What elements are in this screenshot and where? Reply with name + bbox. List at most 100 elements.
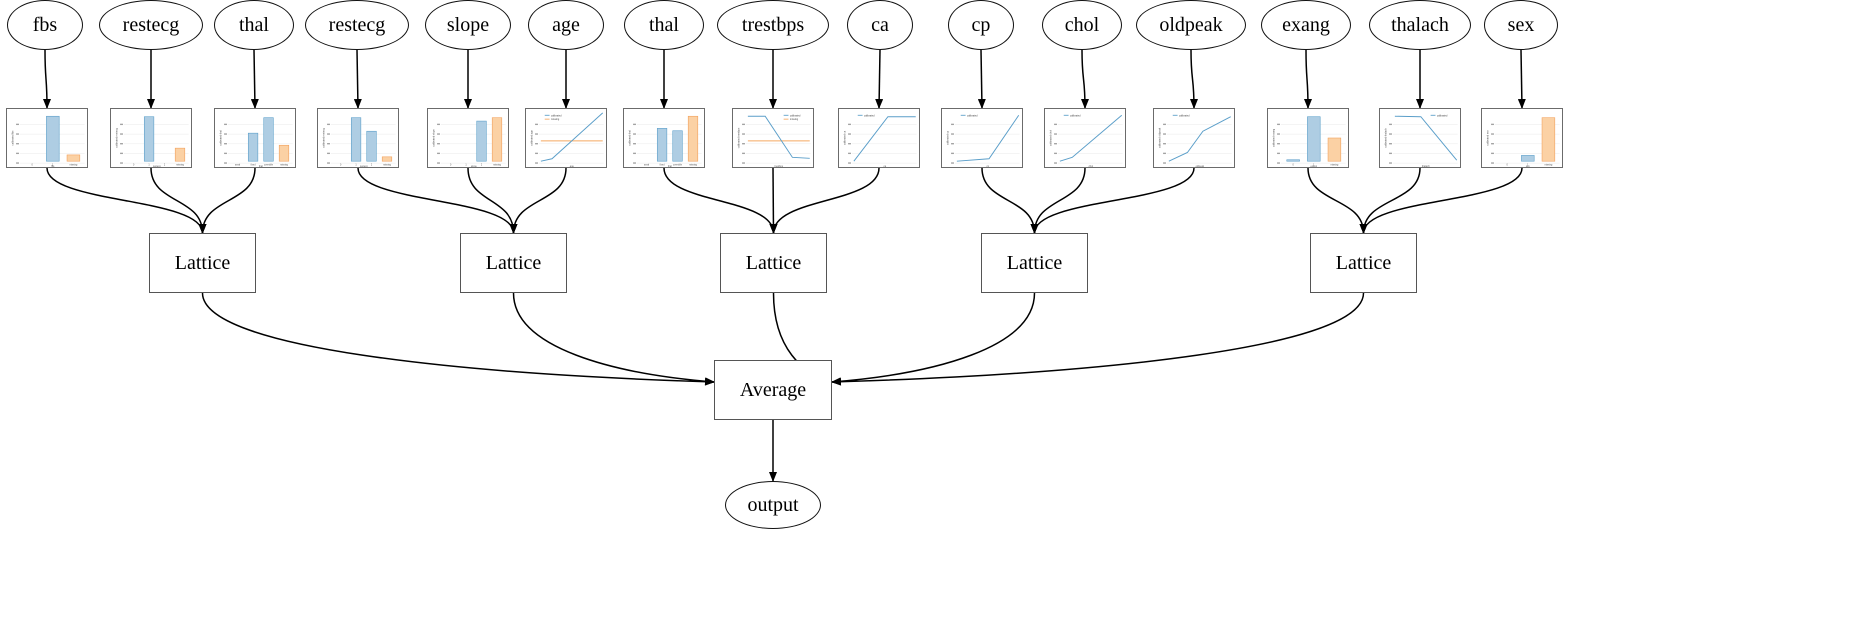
input-node-label: restecg xyxy=(122,13,180,36)
input-node-thal[interactable]: thal xyxy=(624,0,704,50)
svg-text:cp: cp xyxy=(987,165,990,167)
svg-text:0: 0 xyxy=(1507,164,1509,166)
calibrator-chart-trestbps: calibrated trestbpscalibratedmissingtres… xyxy=(733,109,813,167)
input-node-label: sex xyxy=(1507,13,1535,36)
lattice-node[interactable]: Lattice xyxy=(149,233,256,293)
average-node[interactable]: Average xyxy=(714,360,832,420)
input-node-ca[interactable]: ca xyxy=(847,0,913,50)
input-node-chol[interactable]: chol xyxy=(1042,0,1122,50)
input-node-label: fbs xyxy=(32,13,58,36)
svg-text:restecg: restecg xyxy=(360,165,369,167)
input-node-restecg[interactable]: restecg xyxy=(99,0,203,50)
svg-text:calibrated thalach: calibrated thalach xyxy=(1385,128,1388,148)
edge-in0-to-c0 xyxy=(42,49,51,109)
svg-text:calibrated: calibrated xyxy=(1437,114,1448,117)
output-node[interactable]: output xyxy=(725,481,821,529)
svg-text:1: 1 xyxy=(1527,164,1529,166)
input-node-trestbps[interactable]: trestbps xyxy=(717,0,829,50)
edge-L3-to-AVG xyxy=(831,292,1036,386)
svg-text:missing: missing xyxy=(1331,164,1340,166)
svg-text:missing: missing xyxy=(70,164,79,166)
average-label: Average xyxy=(739,378,807,401)
svg-text:restecg: restecg xyxy=(153,165,162,167)
input-node-thal[interactable]: thal xyxy=(214,0,294,50)
svg-text:oldpeak: oldpeak xyxy=(1196,165,1205,167)
edge-c13-to-L4 xyxy=(1359,167,1421,234)
input-node-label: restecg xyxy=(328,13,386,36)
input-node-cp[interactable]: cp xyxy=(948,0,1014,50)
svg-text:calibrated sex: calibrated sex xyxy=(1487,130,1490,146)
svg-text:missing: missing xyxy=(493,164,502,166)
edge-in10-to-c10 xyxy=(1080,49,1089,109)
input-node-exang[interactable]: exang xyxy=(1261,0,1351,50)
edge-c7-to-L2 xyxy=(769,167,778,234)
svg-text:missing: missing xyxy=(689,164,698,166)
edge-in3-to-c3 xyxy=(353,49,362,109)
svg-text:calibrated fbs: calibrated fbs xyxy=(12,130,15,146)
input-node-oldpeak[interactable]: oldpeak xyxy=(1136,0,1246,50)
edge-c2-to-L0 xyxy=(198,167,256,234)
edge-c14-to-L4 xyxy=(1359,167,1523,234)
svg-text:0: 0 xyxy=(133,164,135,166)
edge-c11-to-L3 xyxy=(1030,167,1195,234)
lattice-label: Lattice xyxy=(174,251,231,274)
input-node-age[interactable]: age xyxy=(528,0,604,50)
svg-text:1: 1 xyxy=(355,164,357,166)
edge-in11-to-c11 xyxy=(1189,49,1198,109)
svg-text:cversible: cversible xyxy=(673,164,683,166)
input-node-sex[interactable]: sex xyxy=(1484,0,1558,50)
input-node-fbs[interactable]: fbs xyxy=(7,0,83,50)
lattice-node[interactable]: Lattice xyxy=(720,233,827,293)
lattice-node[interactable]: Lattice xyxy=(460,233,567,293)
svg-text:cversible: cversible xyxy=(264,164,274,166)
input-node-slope[interactable]: slope xyxy=(425,0,511,50)
lattice-label: Lattice xyxy=(745,251,802,274)
input-node-label: cp xyxy=(971,13,991,36)
input-node-label: exang xyxy=(1282,13,1330,36)
svg-text:calibrated oldpeak: calibrated oldpeak xyxy=(1159,127,1162,148)
input-node-label: slope xyxy=(446,13,490,36)
svg-text:2: 2 xyxy=(164,164,166,166)
input-node-label: thalach xyxy=(1391,13,1449,36)
svg-text:fixed: fixed xyxy=(251,164,257,166)
edge-c0-to-L0 xyxy=(46,167,207,234)
svg-text:calibrated: calibrated xyxy=(864,114,875,117)
input-node-thalach[interactable]: thalach xyxy=(1369,0,1471,50)
input-node-restecg[interactable]: restecg xyxy=(305,0,409,50)
svg-text:thal: thal xyxy=(668,165,672,167)
lattice-node[interactable]: Lattice xyxy=(981,233,1088,293)
edge-c8-to-L2 xyxy=(769,167,880,234)
input-node-label: thal xyxy=(649,13,679,36)
svg-text:0: 0 xyxy=(450,164,452,166)
svg-text:missing: missing xyxy=(1545,164,1554,166)
svg-text:areal: areal xyxy=(235,164,241,166)
lattice-label: Lattice xyxy=(1006,251,1063,274)
svg-text:1: 1 xyxy=(148,164,150,166)
lattice-node[interactable]: Lattice xyxy=(1310,233,1417,293)
edge-c4-to-L1 xyxy=(467,167,518,234)
